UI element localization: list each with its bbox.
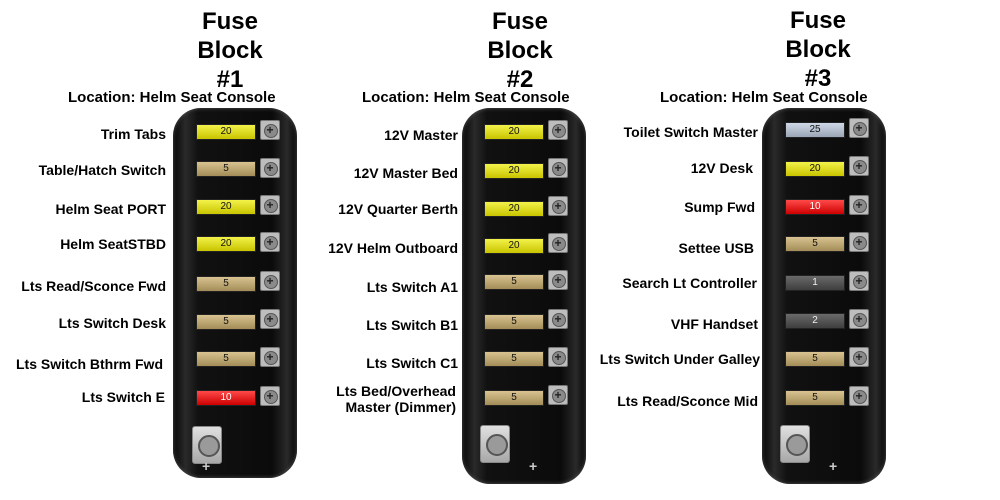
- fuse-label: Sump Fwd: [684, 199, 755, 215]
- plus-screw-icon: +: [260, 120, 280, 140]
- title-line: #3: [804, 65, 832, 92]
- plus-screw-icon: +: [260, 309, 280, 329]
- plus-screw-icon: +: [260, 347, 280, 367]
- fuse[interactable]: 5: [484, 390, 544, 406]
- fuse-label: 12V Desk: [690, 160, 753, 176]
- fuse-label: Table/Hatch Switch: [38, 162, 166, 178]
- plus-sign-icon: +: [529, 458, 538, 474]
- fuse[interactable]: 5: [196, 351, 256, 367]
- plus-screw-icon: +: [548, 347, 568, 367]
- fuse-label: 12V Quarter Berth: [338, 201, 458, 217]
- fuse-label: Lts Switch C1: [366, 355, 458, 371]
- title-line: #1: [216, 66, 244, 93]
- plus-screw-icon: +: [548, 233, 568, 253]
- fuse[interactable]: 5: [196, 276, 256, 292]
- fuse-label: Helm Seat PORT: [55, 201, 166, 217]
- fuse-label: Lts Switch Bthrm Fwd: [16, 356, 163, 372]
- fuse-label: Lts Switch B1: [366, 317, 458, 333]
- fuse[interactable]: 10: [785, 199, 845, 215]
- fuse[interactable]: 5: [196, 314, 256, 330]
- terminal-post-icon: [192, 426, 222, 464]
- plus-screw-icon: +: [548, 196, 568, 216]
- plus-screw-icon: +: [849, 232, 869, 252]
- plus-sign-icon: +: [202, 458, 211, 474]
- fuse[interactable]: 25: [785, 122, 845, 138]
- plus-screw-icon: +: [260, 271, 280, 291]
- terminal-post-icon: [480, 425, 510, 463]
- block-title: Fuse Block #1: [180, 7, 280, 94]
- fuse-label: Lts Read/Sconce Fwd: [21, 278, 166, 294]
- fuse[interactable]: 20: [196, 236, 256, 252]
- plus-screw-icon: +: [849, 386, 869, 406]
- location-label: Location: Helm Seat Console: [68, 89, 276, 106]
- fuse[interactable]: 20: [196, 199, 256, 215]
- fuse-label: VHF Handset: [670, 316, 758, 332]
- title-line: #2: [506, 66, 534, 93]
- terminal-post-icon: [780, 425, 810, 463]
- title-line: Fuse: [491, 8, 548, 35]
- fuse[interactable]: 5: [785, 236, 845, 252]
- location-label: Location: Helm Seat Console: [362, 89, 570, 106]
- plus-screw-icon: +: [849, 347, 869, 367]
- fuse-label: Lts Bed/Overhead Master (Dimmer): [336, 383, 456, 415]
- fuse[interactable]: 5: [484, 351, 544, 367]
- fuse[interactable]: 5: [785, 351, 845, 367]
- fuse-label: Settee USB: [678, 240, 754, 256]
- fuse[interactable]: 20: [785, 161, 845, 177]
- plus-screw-icon: +: [260, 195, 280, 215]
- plus-screw-icon: +: [548, 309, 568, 329]
- fuse[interactable]: 2: [785, 313, 845, 329]
- fuse[interactable]: 5: [196, 161, 256, 177]
- fuse-label: Lts Read/Sconce Mid: [617, 393, 758, 409]
- fuse-label: 12V Helm Outboard: [328, 240, 458, 256]
- fuse-label: 12V Master Bed: [353, 165, 458, 181]
- plus-screw-icon: +: [849, 195, 869, 215]
- fuse[interactable]: 5: [785, 390, 845, 406]
- fuse[interactable]: 20: [196, 124, 256, 140]
- plus-screw-icon: +: [548, 270, 568, 290]
- plus-screw-icon: +: [849, 118, 869, 138]
- fuse[interactable]: 20: [484, 124, 544, 140]
- fuse[interactable]: 1: [785, 275, 845, 291]
- fuse-label: Search Lt Controller: [622, 275, 757, 291]
- fuse-label: 12V Master: [384, 127, 458, 143]
- block-title: Fuse Block #2: [470, 7, 570, 94]
- location-label: Location: Helm Seat Console: [660, 89, 868, 106]
- plus-screw-icon: +: [260, 232, 280, 252]
- plus-screw-icon: +: [548, 120, 568, 140]
- fuse[interactable]: 20: [484, 238, 544, 254]
- fuse[interactable]: 20: [484, 163, 544, 179]
- fuse-label: Helm SeatSTBD: [60, 236, 166, 252]
- plus-screw-icon: +: [849, 156, 869, 176]
- fuse-label: Trim Tabs: [100, 126, 166, 142]
- fuse[interactable]: 20: [484, 201, 544, 217]
- plus-sign-icon: +: [829, 458, 838, 474]
- plus-screw-icon: +: [260, 386, 280, 406]
- fuse-label: Lts Switch Desk: [58, 315, 166, 331]
- title-line: Block: [785, 36, 851, 63]
- block-title: Fuse Block #3: [768, 6, 868, 93]
- title-line: Block: [487, 37, 553, 64]
- plus-screw-icon: +: [548, 158, 568, 178]
- fuse-label: Lts Switch Under Galley: [599, 351, 760, 367]
- plus-screw-icon: +: [849, 309, 869, 329]
- fuse-label: Lts Switch A1: [366, 279, 458, 295]
- fuse-label: Toilet Switch Master: [623, 124, 758, 140]
- title-line: Fuse: [201, 8, 258, 35]
- title-line: Block: [197, 37, 263, 64]
- fuse[interactable]: 5: [484, 274, 544, 290]
- fuse[interactable]: 10: [196, 390, 256, 406]
- plus-screw-icon: +: [849, 271, 869, 291]
- fuse[interactable]: 5: [484, 314, 544, 330]
- plus-screw-icon: +: [260, 158, 280, 178]
- fuse-label: Lts Switch E: [81, 389, 165, 405]
- title-line: Fuse: [789, 7, 846, 34]
- plus-screw-icon: +: [548, 385, 568, 405]
